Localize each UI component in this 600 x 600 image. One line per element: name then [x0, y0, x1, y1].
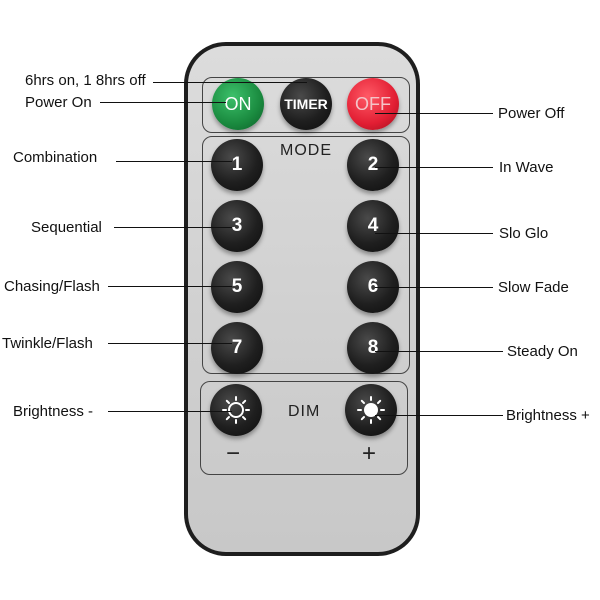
line-sequential [114, 227, 232, 229]
label-steady-on: Steady On [507, 343, 578, 360]
label-power-off: Power Off [498, 105, 565, 122]
label-timer: 6hrs on, 1 8hrs off [25, 72, 146, 89]
button-1[interactable]: 1 [211, 139, 263, 191]
plus-sign: + [362, 440, 377, 467]
sun-filled-icon [357, 396, 385, 424]
label-brightness-minus: Brightness - [13, 403, 94, 420]
power-panel [202, 77, 410, 133]
brightness-up-button[interactable] [345, 384, 397, 436]
label-power-on: Power On [25, 94, 92, 111]
minus-sign: − [226, 440, 241, 467]
dim-panel [200, 381, 408, 475]
off-button[interactable]: OFF [347, 78, 399, 130]
label-sequential: Sequential [31, 219, 102, 236]
label-chasing-flash: Chasing/Flash [4, 278, 100, 295]
button-3[interactable]: 3 [211, 200, 263, 252]
line-chasing-flash [108, 286, 232, 288]
label-slow-fade: Slow Fade [498, 279, 569, 296]
line-timer [153, 82, 307, 84]
dim-title: DIM [288, 403, 321, 420]
line-power-on [100, 102, 226, 104]
label-twinkle-flash: Twinkle/Flash [2, 335, 93, 352]
mode-panel [202, 136, 410, 374]
button-8[interactable]: 8 [347, 322, 399, 374]
timer-button[interactable]: TIMER [280, 78, 332, 130]
line-power-off [375, 113, 493, 115]
line-twinkle-flash [108, 343, 232, 345]
button-2[interactable]: 2 [347, 139, 399, 191]
sun-outline-icon [222, 396, 250, 424]
button-4[interactable]: 4 [347, 200, 399, 252]
label-combination: Combination [13, 149, 98, 166]
mode-title: MODE [280, 142, 332, 159]
brightness-down-button[interactable] [210, 384, 262, 436]
line-combination [116, 161, 232, 163]
label-brightness-plus: Brightness + [506, 407, 590, 424]
label-in-wave: In Wave [499, 159, 554, 176]
line-brightness-minus [108, 411, 232, 413]
label-slo-glo: Slo Glo [499, 225, 549, 242]
on-button[interactable]: ON [212, 78, 264, 130]
button-7[interactable]: 7 [211, 322, 263, 374]
line-steady-on [375, 351, 503, 353]
line-in-wave [375, 167, 493, 169]
line-slow-fade [375, 287, 493, 289]
line-brightness-plus [375, 415, 503, 417]
line-slo-glo [375, 233, 493, 235]
